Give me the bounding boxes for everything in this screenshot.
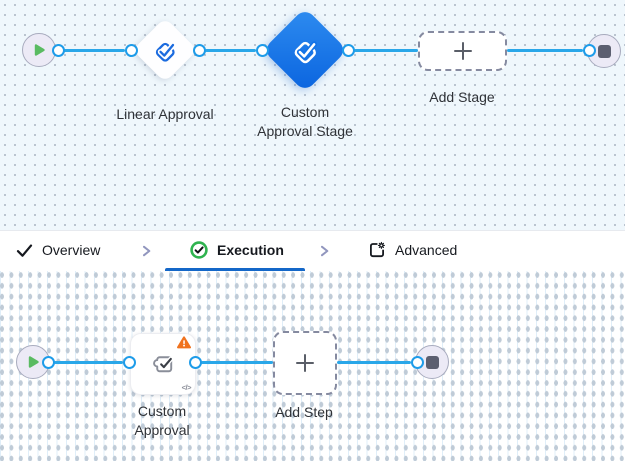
- step-canvas[interactable]: </> Custom Approval Add Step: [0, 271, 625, 461]
- stop-square-icon: [597, 44, 611, 58]
- start-node[interactable]: [22, 33, 56, 67]
- edge-addstep-to-end: [337, 361, 411, 364]
- stage-node-linear-approval[interactable]: [132, 17, 198, 83]
- stage-node-custom-approval-stage[interactable]: [262, 7, 348, 93]
- port[interactable]: [188, 356, 202, 369]
- plus-icon: [296, 354, 314, 372]
- approval-seal-icon: [294, 41, 318, 64]
- port[interactable]: [410, 356, 424, 369]
- step-node-custom-approval[interactable]: </>: [130, 333, 196, 395]
- warning-icon[interactable]: [177, 336, 191, 349]
- stage-canvas[interactable]: Linear Approval Custom Approval Stage Ad…: [0, 0, 625, 230]
- port[interactable]: [51, 44, 65, 57]
- port[interactable]: [341, 44, 355, 57]
- play-icon: [28, 356, 39, 368]
- active-tab-underline: [165, 268, 305, 271]
- port[interactable]: [582, 44, 596, 57]
- play-icon: [34, 44, 45, 56]
- chevron-right-icon: [140, 245, 152, 257]
- edge-step1-to-addstep: [201, 361, 273, 364]
- code-badge-icon: </>: [181, 383, 192, 392]
- tab-label: Overview: [42, 242, 101, 258]
- stage-label-custom-approval-stage: Custom Approval Stage: [257, 104, 353, 139]
- tab-label: Advanced: [395, 242, 458, 258]
- approval-action-icon: [152, 355, 173, 372]
- port[interactable]: [255, 44, 269, 57]
- tab-execution[interactable]: Execution: [190, 231, 284, 269]
- advanced-gear-icon: [370, 241, 385, 258]
- edge-start-to-step1: [54, 361, 123, 364]
- chevron-right-icon: [318, 245, 330, 257]
- tab-overview[interactable]: Overview: [16, 231, 100, 269]
- edge-addstage-to-end: [507, 49, 583, 52]
- edge-stage2-to-addstage: [354, 49, 418, 52]
- port[interactable]: [192, 44, 206, 57]
- stop-square-icon: [425, 355, 439, 369]
- port[interactable]: [41, 356, 55, 369]
- check-icon: [16, 244, 33, 257]
- add-stage-button[interactable]: [418, 31, 507, 71]
- add-step-button[interactable]: [273, 331, 337, 395]
- port[interactable]: [122, 356, 136, 369]
- stage-tab-bar: Overview Execution: [0, 230, 625, 271]
- stage-label-linear-approval: Linear Approval: [116, 106, 214, 122]
- edge-start-to-stage1: [63, 49, 125, 52]
- plus-icon: [453, 42, 472, 60]
- check-circle-icon: [190, 241, 208, 259]
- tab-advanced[interactable]: Advanced: [368, 231, 457, 269]
- add-stage-label: Add Stage: [429, 89, 495, 105]
- tab-label: Execution: [217, 242, 284, 258]
- edge-stage1-to-stage2: [205, 49, 256, 52]
- step-label-custom-approval: Custom Approval: [134, 403, 190, 438]
- port[interactable]: [124, 44, 138, 57]
- add-step-label: Add Step: [275, 404, 333, 420]
- approval-seal-icon: [155, 42, 176, 62]
